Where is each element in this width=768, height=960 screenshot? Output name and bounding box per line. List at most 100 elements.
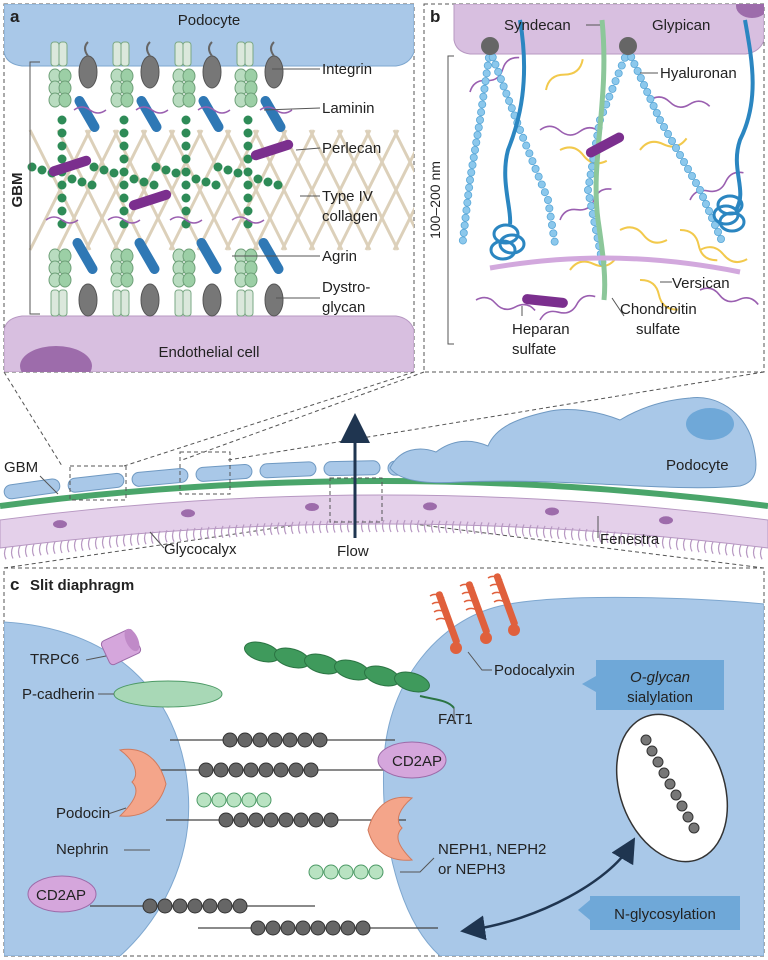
- laminin-bead: [149, 180, 159, 190]
- glycan-chain: [135, 106, 169, 114]
- scale-label: 100–200 nm: [427, 161, 443, 239]
- glycocalyx-strand: [724, 543, 728, 556]
- glycocalyx-strand: [10, 546, 14, 559]
- hyaluronan-bead: [699, 192, 708, 201]
- glycan-chain: [73, 106, 107, 114]
- fat1-label: FAT1: [438, 711, 473, 728]
- laminin-bead: [181, 193, 191, 203]
- glycocalyx-strand: [493, 522, 497, 536]
- inset-bead: [682, 811, 694, 823]
- p-cadherin-shape: [113, 680, 223, 708]
- neph-domain: [226, 792, 242, 808]
- glycocalyx-strand: [528, 524, 532, 538]
- neph-domain: [338, 864, 354, 880]
- glycocalyx-strand: [318, 520, 322, 534]
- sialic-acid-chain: [433, 609, 449, 615]
- hyaluronan-bead: [549, 229, 558, 238]
- heparan-sulfate-chain: [699, 287, 759, 306]
- glycocalyx-strand: [647, 534, 651, 548]
- sialic-acid-chain: [435, 617, 451, 623]
- glycocalyx-strand: [227, 525, 231, 538]
- heparan-sulfate-chain: [539, 125, 601, 136]
- foot-process: [323, 460, 381, 477]
- laminin-bead: [243, 206, 253, 216]
- hyaluronan-bead: [608, 84, 617, 93]
- hyaluronan-bead: [633, 67, 642, 76]
- collagen-fiber: [56, 129, 120, 251]
- collagen-fiber: [364, 150, 414, 251]
- heparan-label-line1: Heparan: [512, 321, 570, 338]
- laminin-bead: [181, 206, 191, 216]
- glycocalyx-strand: [374, 519, 378, 533]
- glycocalyx-fringe: [3, 519, 763, 560]
- glycocalyx-strand: [395, 519, 399, 533]
- zoom-line-c-right: [381, 519, 765, 569]
- laminin-bead: [213, 162, 223, 172]
- sialic-acid-chain: [487, 575, 503, 581]
- glycocalyx-strand: [283, 521, 287, 535]
- o-glycan-label-line1: O-glycan: [630, 669, 690, 686]
- glycocalyx-strand: [612, 531, 616, 544]
- collagen-label-line1: Type IV: [322, 188, 373, 205]
- glycocalyx-strand: [542, 525, 546, 539]
- hyaluronan-bead: [546, 212, 555, 221]
- sialic-acid-chain: [459, 583, 475, 589]
- glycocalyx-strand: [269, 522, 273, 536]
- hyaluronan-bead: [545, 204, 554, 213]
- foot-process: [195, 464, 253, 482]
- agrin-rod: [136, 96, 162, 132]
- cd2ap-left-label: CD2AP: [36, 887, 86, 904]
- glycocalyx-strand: [703, 540, 707, 554]
- endothelial-membrane-a: [4, 315, 414, 372]
- laminin-bead: [243, 167, 253, 177]
- glycocalyx-strand: [178, 528, 182, 542]
- glycocalyx-strand: [451, 520, 455, 534]
- glycocalyx-strand: [661, 536, 665, 549]
- agrin-rod: [72, 238, 98, 274]
- laminin-bead: [151, 162, 161, 172]
- laminin-bead: [181, 128, 191, 138]
- podocalyxin-anchor: [480, 632, 492, 644]
- glycocalyx-strand: [346, 520, 350, 533]
- hyaluronan-bead: [461, 213, 470, 222]
- glycan-chain: [107, 216, 141, 224]
- inset-bead: [676, 800, 688, 812]
- glycocalyx-strand: [682, 538, 686, 551]
- hyaluronan-bead: [531, 164, 540, 173]
- nephrin-domain: [310, 920, 326, 936]
- nephrin-domain: [295, 920, 311, 936]
- zoom-line-a-right: [123, 371, 415, 467]
- endothelial-nucleus-a: [20, 346, 92, 372]
- panel-a-labels: Integrin Laminin Perlecan Type IV collag…: [232, 61, 381, 316]
- hyaluronan-bead: [585, 178, 594, 187]
- laminin-bead: [253, 174, 263, 184]
- chondroitin-sulfate-chain: [639, 137, 688, 151]
- hyaluronan-bead: [649, 102, 658, 111]
- podocin-label: Podocin: [56, 805, 110, 822]
- dystroglycan: [264, 55, 284, 89]
- nephrin-domain: [187, 898, 203, 914]
- glycocalyx-strand: [297, 521, 301, 534]
- nephrin-domain: [202, 898, 218, 914]
- hyaluronan-bead: [614, 69, 623, 78]
- foot-process: [67, 472, 125, 493]
- o-glycan-label-line2: sialylation: [627, 689, 693, 706]
- neph-domain: [241, 792, 257, 808]
- sialic-acid-chain: [465, 607, 481, 613]
- hyaluronan-bead: [696, 185, 705, 194]
- nephrin-domain: [258, 762, 274, 778]
- glycocalyx-strand: [129, 533, 133, 546]
- podocalyxin-label: Podocalyxin: [494, 662, 575, 679]
- glycan-chain: [231, 216, 265, 224]
- chondroitin-leader: [611, 297, 625, 317]
- panel-c: c Slit diaphragm TRPC6 P-cadherin FAT1 P…: [3, 567, 765, 957]
- endothelial-nucleus: [53, 520, 67, 529]
- hyaluronan-bead: [664, 129, 673, 138]
- chondroitin-sulfate-chain: [699, 246, 748, 264]
- heparan-sulfate-chain: [539, 294, 596, 321]
- glycocalyx-strand: [570, 527, 574, 541]
- collagen-label-line2: collagen: [322, 208, 378, 225]
- laminin-bead: [243, 180, 253, 190]
- nephrin-domain: [232, 898, 248, 914]
- laminin-bead: [119, 180, 129, 190]
